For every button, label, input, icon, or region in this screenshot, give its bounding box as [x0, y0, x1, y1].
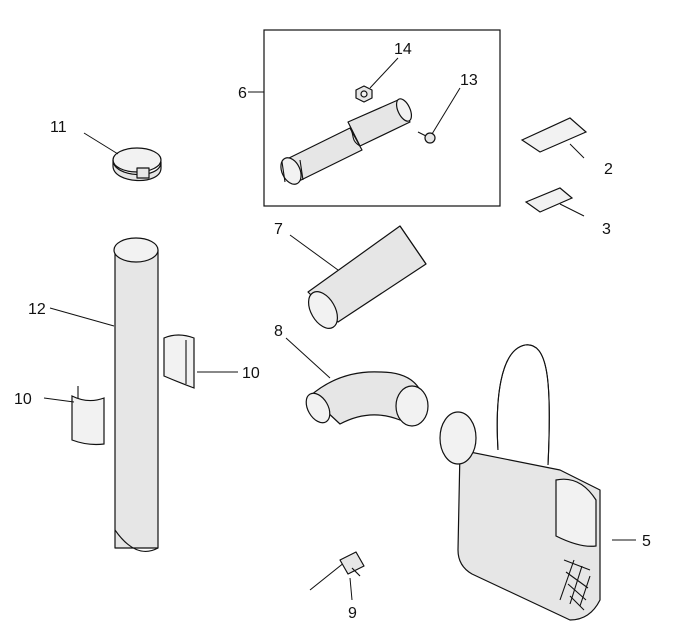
callout-2: 2 [604, 161, 613, 178]
callout-12: 12 [28, 301, 46, 318]
callout-10-left: 10 [14, 391, 32, 408]
callout-10-right: 10 [242, 365, 260, 382]
part-8-elbow-pipe [305, 371, 429, 427]
callout-13: 13 [460, 72, 478, 89]
part-11-hose-clamp [112, 147, 162, 182]
part-13-screw [417, 131, 436, 144]
part-12-straight-pipe [113, 237, 159, 552]
part-7-nozzle [307, 225, 427, 329]
assembly-6-inset-box [263, 29, 501, 207]
callout-6: 6 [238, 85, 247, 102]
part-10-clip-left [71, 386, 105, 446]
part-10-clip-right [163, 334, 195, 389]
callout-8: 8 [274, 323, 283, 340]
part-2-label [520, 117, 588, 153]
part-5-carry-bag [439, 344, 601, 621]
callout-3: 3 [602, 221, 611, 238]
callout-11: 11 [50, 119, 67, 136]
callout-14: 14 [394, 41, 412, 58]
part-9-plug-wrench [309, 551, 365, 591]
callout-9: 9 [348, 605, 357, 622]
leader-lines [43, 57, 636, 601]
part-6-pipe-assembly [280, 98, 413, 185]
part-14-nut [355, 85, 373, 103]
part-3-label [524, 187, 574, 213]
callout-7: 7 [274, 221, 283, 238]
callout-5: 5 [642, 533, 651, 550]
